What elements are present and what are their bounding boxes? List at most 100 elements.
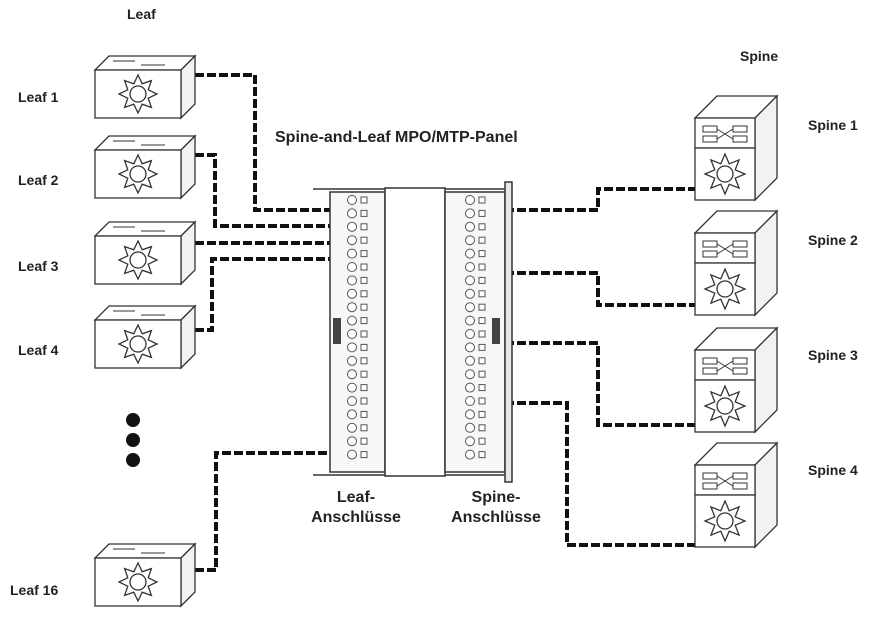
panel-port: [347, 302, 357, 313]
panel-port-latch: [478, 437, 486, 445]
panel-port-latch: [478, 209, 486, 217]
panel-port-latch: [360, 196, 368, 204]
panel-port: [465, 329, 475, 339]
panel-port: [347, 329, 357, 339]
leaf-label-1: Leaf 1: [18, 89, 59, 105]
cable-leaf-2: [183, 153, 385, 228]
panel-port: [465, 221, 475, 232]
ellipsis-dot: [126, 433, 140, 447]
panel-port: [347, 436, 357, 447]
leaf-switch-icon: [93, 304, 197, 370]
panel-port-latch: [478, 384, 486, 392]
panel-port: [465, 302, 475, 313]
panel-port: [465, 235, 475, 246]
panel-port: [347, 288, 357, 299]
panel-port-latch: [360, 236, 368, 244]
panel-port: [465, 369, 475, 380]
cable-leaf-4: [183, 257, 385, 332]
panel-port: [465, 262, 475, 272]
panel-port-latch: [478, 250, 486, 258]
cable-spine-2: [445, 271, 695, 307]
panel-port: [347, 315, 357, 326]
panel-port-latch: [478, 303, 486, 311]
panel-port-latch: [360, 303, 368, 311]
spine-ports-caption-line-1: Spine-: [471, 489, 521, 506]
panel-port: [465, 355, 475, 366]
leaf-label-4: Leaf 4: [18, 342, 59, 358]
leaf-switch-icon: [93, 54, 197, 120]
mpo-mtp-panel: [313, 181, 513, 483]
panel-port: [347, 221, 357, 232]
spine-label-2: Spine 2: [808, 232, 858, 248]
leaf-label-3: Leaf 3: [18, 258, 59, 274]
panel-port: [465, 422, 475, 433]
panel-port: [347, 396, 357, 406]
panel-port-latch: [360, 451, 368, 459]
panel-port: [347, 342, 357, 353]
panel-port-latch: [360, 330, 368, 338]
leaf-ports-caption: Leaf- Anschlüsse: [306, 488, 406, 528]
panel-port-latch: [360, 424, 368, 432]
panel-port: [347, 449, 357, 460]
spine-ports-caption: Spine- Anschlüsse: [446, 488, 546, 528]
leaf-ports-caption-line-2: Anschlüsse: [311, 509, 401, 526]
panel-port-latch: [360, 250, 368, 258]
panel-port-latch: [360, 357, 368, 365]
panel-port-latch: [360, 209, 368, 217]
leaf-switch-icon: [93, 220, 197, 286]
diagram-title: Spine-and-Leaf MPO/MTP-Panel: [275, 129, 518, 146]
panel-port: [347, 248, 357, 259]
spine-label-3: Spine 3: [808, 347, 858, 363]
leaf-switch-icon: [93, 542, 197, 608]
cable-spine-3: [445, 341, 695, 427]
panel-port-latch: [360, 437, 368, 445]
panel-port-latch: [478, 263, 486, 271]
panel-port: [465, 382, 475, 393]
panel-port: [347, 208, 357, 219]
panel-port: [347, 409, 357, 420]
spine-switch-icon: [693, 326, 779, 434]
panel-port: [465, 409, 475, 420]
panel-port-latch: [478, 317, 486, 325]
panel-port: [465, 195, 475, 205]
panel-port: [465, 342, 475, 353]
panel-port: [347, 195, 357, 205]
leaf-column-header: Leaf: [127, 6, 156, 22]
cable-spine-1: [445, 187, 695, 212]
panel-port: [465, 248, 475, 259]
panel-center-plate: [384, 187, 446, 477]
panel-port-latch: [360, 397, 368, 405]
panel-port-latch: [478, 276, 486, 284]
panel-port-latch: [478, 330, 486, 338]
panel-port: [347, 369, 357, 380]
panel-port: [465, 396, 475, 406]
panel-port-latch: [478, 236, 486, 244]
cable-leaf-1: [183, 73, 385, 212]
panel-port: [465, 208, 475, 219]
panel-port: [465, 275, 475, 286]
panel-port: [347, 262, 357, 272]
cable-leaf-16: [183, 451, 385, 572]
panel-port: [465, 315, 475, 326]
panel-port-latch: [360, 343, 368, 351]
panel-port-latch: [478, 196, 486, 204]
panel-port-latch: [478, 290, 486, 298]
leaf-ports-caption-line-1: Leaf-: [336, 489, 376, 506]
spine-column-header: Spine: [740, 48, 779, 64]
panel-port-latch: [478, 451, 486, 459]
leaf-label-16: Leaf 16: [10, 582, 59, 598]
panel-port-latch: [478, 424, 486, 432]
leaf-label-2: Leaf 2: [18, 172, 59, 188]
panel-port-latch: [478, 397, 486, 405]
panel-port-latch: [360, 384, 368, 392]
panel-port-latch: [360, 410, 368, 418]
panel-port-latch: [478, 410, 486, 418]
panel-port: [347, 355, 357, 366]
panel-port: [347, 422, 357, 433]
leaf-switch-icon: [93, 134, 197, 200]
panel-port-latch: [360, 223, 368, 231]
ellipsis-dot: [126, 413, 140, 427]
spine-switch-icon: [693, 94, 779, 202]
